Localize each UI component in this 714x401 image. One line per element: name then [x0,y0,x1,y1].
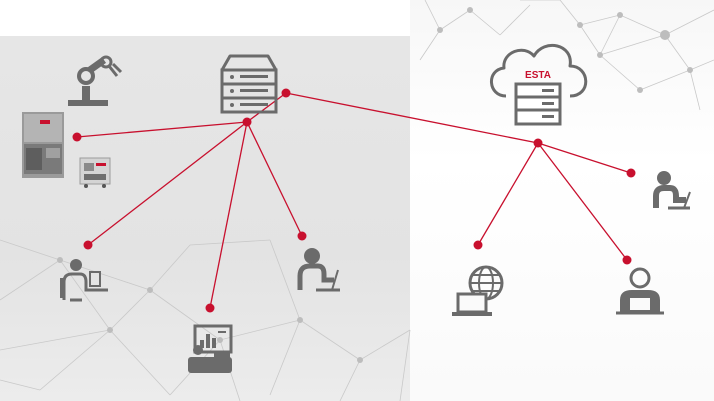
link-cloud-globe [477,142,539,246]
link-hub-workstation [87,121,248,246]
globe-node [473,240,483,250]
presentation-node [205,303,215,313]
workstation-node [83,240,93,250]
connection-lines [76,92,632,309]
link-hub-machines [76,121,248,138]
link-hub-server [246,92,287,123]
globe-laptop-icon [452,265,504,316]
desk-user-node [626,168,636,178]
on-premise-panel [0,36,410,401]
link-hub-laptop-user [246,121,303,237]
server-rack-icon [220,54,278,114]
connection-nodes [72,88,636,313]
desk-user-icon [653,171,691,210]
hub-node [242,117,252,127]
server-node [281,88,291,98]
background-mesh-nodes [57,7,693,363]
laptop-user-node [297,231,307,241]
office-user-icon [616,267,664,315]
presentation-user-icon [188,324,233,373]
extraction-unit-image [79,157,111,188]
workstation-user-icon [60,259,108,302]
machines-node [72,132,82,142]
cloud-panel [410,0,714,401]
office-user-node [622,255,632,265]
industrial-machine-image [22,112,64,178]
cloud-hub-node [533,138,543,148]
link-server-cloud-hub [285,92,539,144]
link-cloud-office-user [537,142,628,261]
link-hub-presentation [209,121,248,309]
link-cloud-desk-user [537,142,632,174]
cloud-label: ESTA [525,70,551,81]
laptop-user-icon [297,248,340,292]
cloud-server-icon: ESTA [490,44,588,126]
robot-arm-icon [68,55,123,106]
